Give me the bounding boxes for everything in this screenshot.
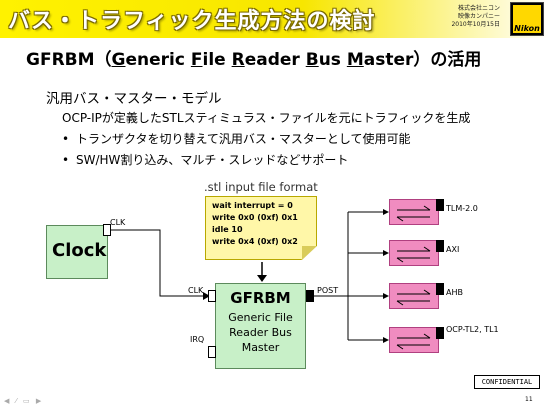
code-line: idle 10 <box>212 225 243 234</box>
sub-bullet-1: • トランザクタを切り替えて汎用バス・マスターとして使用可能 <box>62 130 411 147</box>
gfrbm-subtitle-line: Reader Bus <box>229 326 292 339</box>
nikon-logo: Nikon <box>510 2 544 36</box>
title-prefix: GFRBM（ <box>26 50 112 70</box>
bus-port <box>436 327 444 339</box>
bus-transactor-tlm <box>389 199 439 225</box>
clock-clk-port <box>103 224 111 236</box>
gfrbm-clk-label: CLK <box>188 286 204 295</box>
confidential-stamp: CONFIDENTIAL <box>474 375 540 389</box>
bullet-description: OCP-IPが定義したSTLスティミュラス・ファイルを元にトラフィックを生成 <box>62 111 471 125</box>
code-line: write 0x4 (0xf) 0x2 <box>212 237 298 246</box>
bus-label-ahb: AHB <box>446 288 463 297</box>
slide-title: GFRBM（Generic File Reader Bus Master）の活用 <box>26 45 481 70</box>
clock-clk-label: CLK <box>110 218 126 227</box>
company-name: 株式会社ニコン <box>457 5 500 12</box>
gfrbm-post-port <box>306 290 314 302</box>
title-part: ile <box>202 50 232 70</box>
bus-transactor-ahb <box>389 283 439 309</box>
logo-text: Nikon <box>514 24 540 33</box>
title-part: aster <box>363 50 414 70</box>
bus-label-ocp: OCP-TL2, TL1 <box>446 325 499 334</box>
title-part: M <box>346 50 364 70</box>
header-bar <box>0 0 550 38</box>
sub-bullet-text: トランザクタを切り替えて汎用バス・マスターとして使用可能 <box>76 132 411 146</box>
title-suffix: ）の活用 <box>413 50 482 70</box>
bus-transactor-axi <box>389 240 439 266</box>
clock-label: Clock <box>52 240 107 261</box>
bus-transactor-ocp <box>389 327 439 353</box>
format-title: .stl input file format <box>204 180 318 194</box>
title-part: eneric <box>125 50 191 70</box>
title-part: R <box>231 50 245 70</box>
title-part: eader <box>244 50 306 70</box>
header-date: 2010年10月15日 <box>451 21 500 28</box>
gfrbm-subtitle-line: Master <box>241 341 280 354</box>
gfrbm-subtitle: Generic File Reader Bus Master <box>215 310 306 355</box>
bus-port <box>436 240 444 252</box>
title-part: G <box>111 50 126 70</box>
main-bullet: 汎用バス・マスター・モデル <box>46 91 222 107</box>
gfrbm-post-label: POST <box>317 286 339 295</box>
slide-nav-icons[interactable]: ◀ ⁄ ▭ ▶ <box>4 397 44 405</box>
gfrbm-irq-port <box>208 346 216 358</box>
bus-label-axi: AXI <box>446 245 460 254</box>
gfrbm-irq-label: IRQ <box>190 335 205 344</box>
gfrbm-block <box>215 283 306 369</box>
title-part: F <box>190 50 203 70</box>
bus-label-tlm: TLM-2.0 <box>446 204 478 213</box>
bullet-dot: • <box>62 153 70 167</box>
title-part: B <box>305 50 319 70</box>
bullet-dot: • <box>62 132 70 146</box>
code-line: wait interrupt = 0 <box>212 201 293 210</box>
department-name: 映像カンパニー <box>457 13 500 20</box>
gfrbm-subtitle-line: Generic File <box>228 311 293 324</box>
logo-band <box>513 25 541 33</box>
code-line: write 0x0 (0xf) 0x1 <box>212 213 298 222</box>
header-meta: 株式会社ニコン 映像カンパニー 2010年10月15日 <box>410 5 500 29</box>
page-number: 11 <box>525 396 533 403</box>
bus-port <box>436 199 444 211</box>
stl-code-note: wait interrupt = 0 write 0x0 (0xf) 0x1 i… <box>205 196 317 260</box>
logo-shape <box>513 5 541 25</box>
sub-bullet-2: • SW/HW割り込み、マルチ・スレッドなどサポート <box>62 151 348 168</box>
title-expansion: Generic File Reader Bus Master <box>112 50 414 70</box>
gfrbm-title: GFRBM <box>230 289 291 307</box>
clock-block <box>46 225 108 279</box>
title-part: us <box>318 50 347 70</box>
header-title: バス・トラフィック生成方法の検討 <box>8 9 376 34</box>
sub-bullet-text: SW/HW割り込み、マルチ・スレッドなどサポート <box>76 153 349 167</box>
bus-port <box>436 283 444 295</box>
gfrbm-clk-port <box>208 290 216 302</box>
